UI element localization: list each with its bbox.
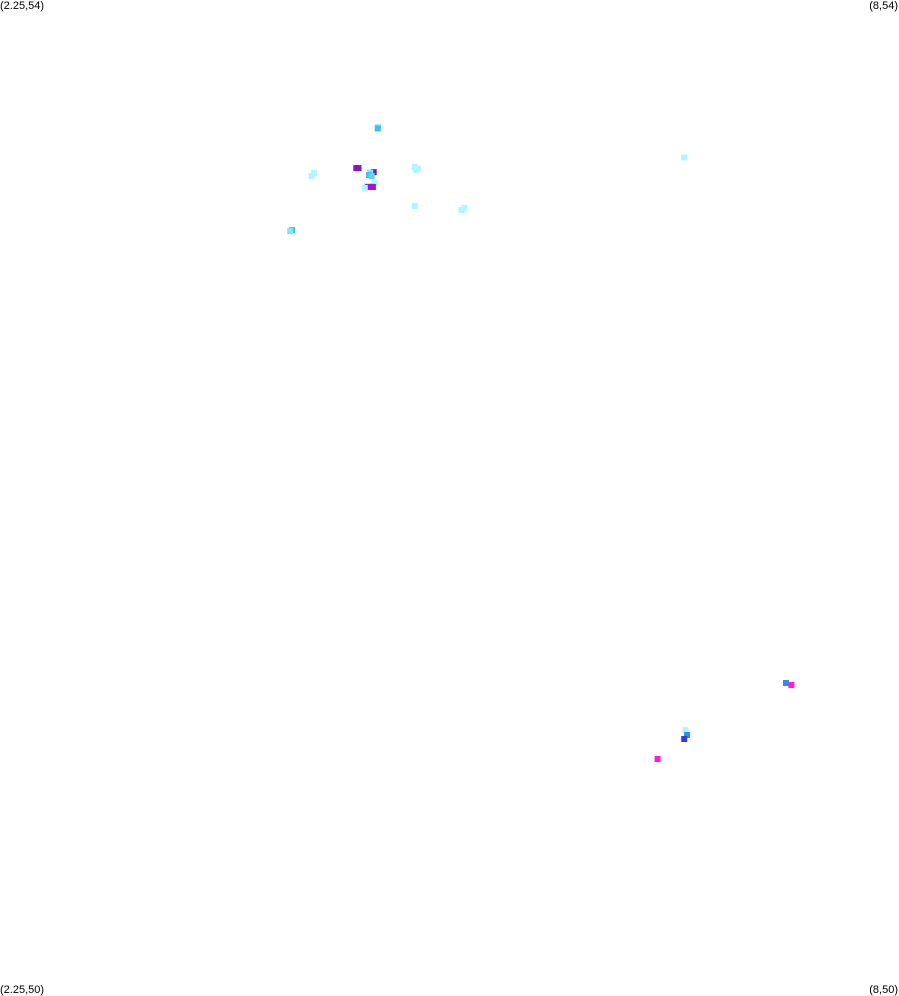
data-point	[681, 736, 688, 742]
data-point	[370, 169, 377, 176]
data-point	[374, 125, 381, 132]
data-point	[368, 173, 375, 179]
data-point	[371, 180, 378, 186]
data-point	[461, 204, 468, 211]
data-point	[361, 185, 368, 191]
data-point	[353, 165, 360, 172]
data-point	[654, 756, 661, 762]
data-point	[369, 184, 376, 190]
data-point	[783, 680, 789, 686]
data-point	[788, 682, 795, 688]
corner-label-bottom-right: (8,50)	[869, 984, 898, 996]
corner-label-bottom-left: (2.25,50)	[0, 984, 45, 996]
data-point	[682, 727, 689, 734]
data-point	[287, 228, 294, 235]
data-point	[413, 167, 420, 174]
data-point	[681, 154, 688, 161]
corner-label-top-right: (8,54)	[869, 0, 898, 12]
corner-label-top-left: (2.25,54)	[0, 0, 45, 12]
data-point	[308, 173, 315, 179]
data-points-layer	[287, 124, 795, 762]
data-point	[684, 732, 691, 738]
data-point	[411, 202, 418, 209]
